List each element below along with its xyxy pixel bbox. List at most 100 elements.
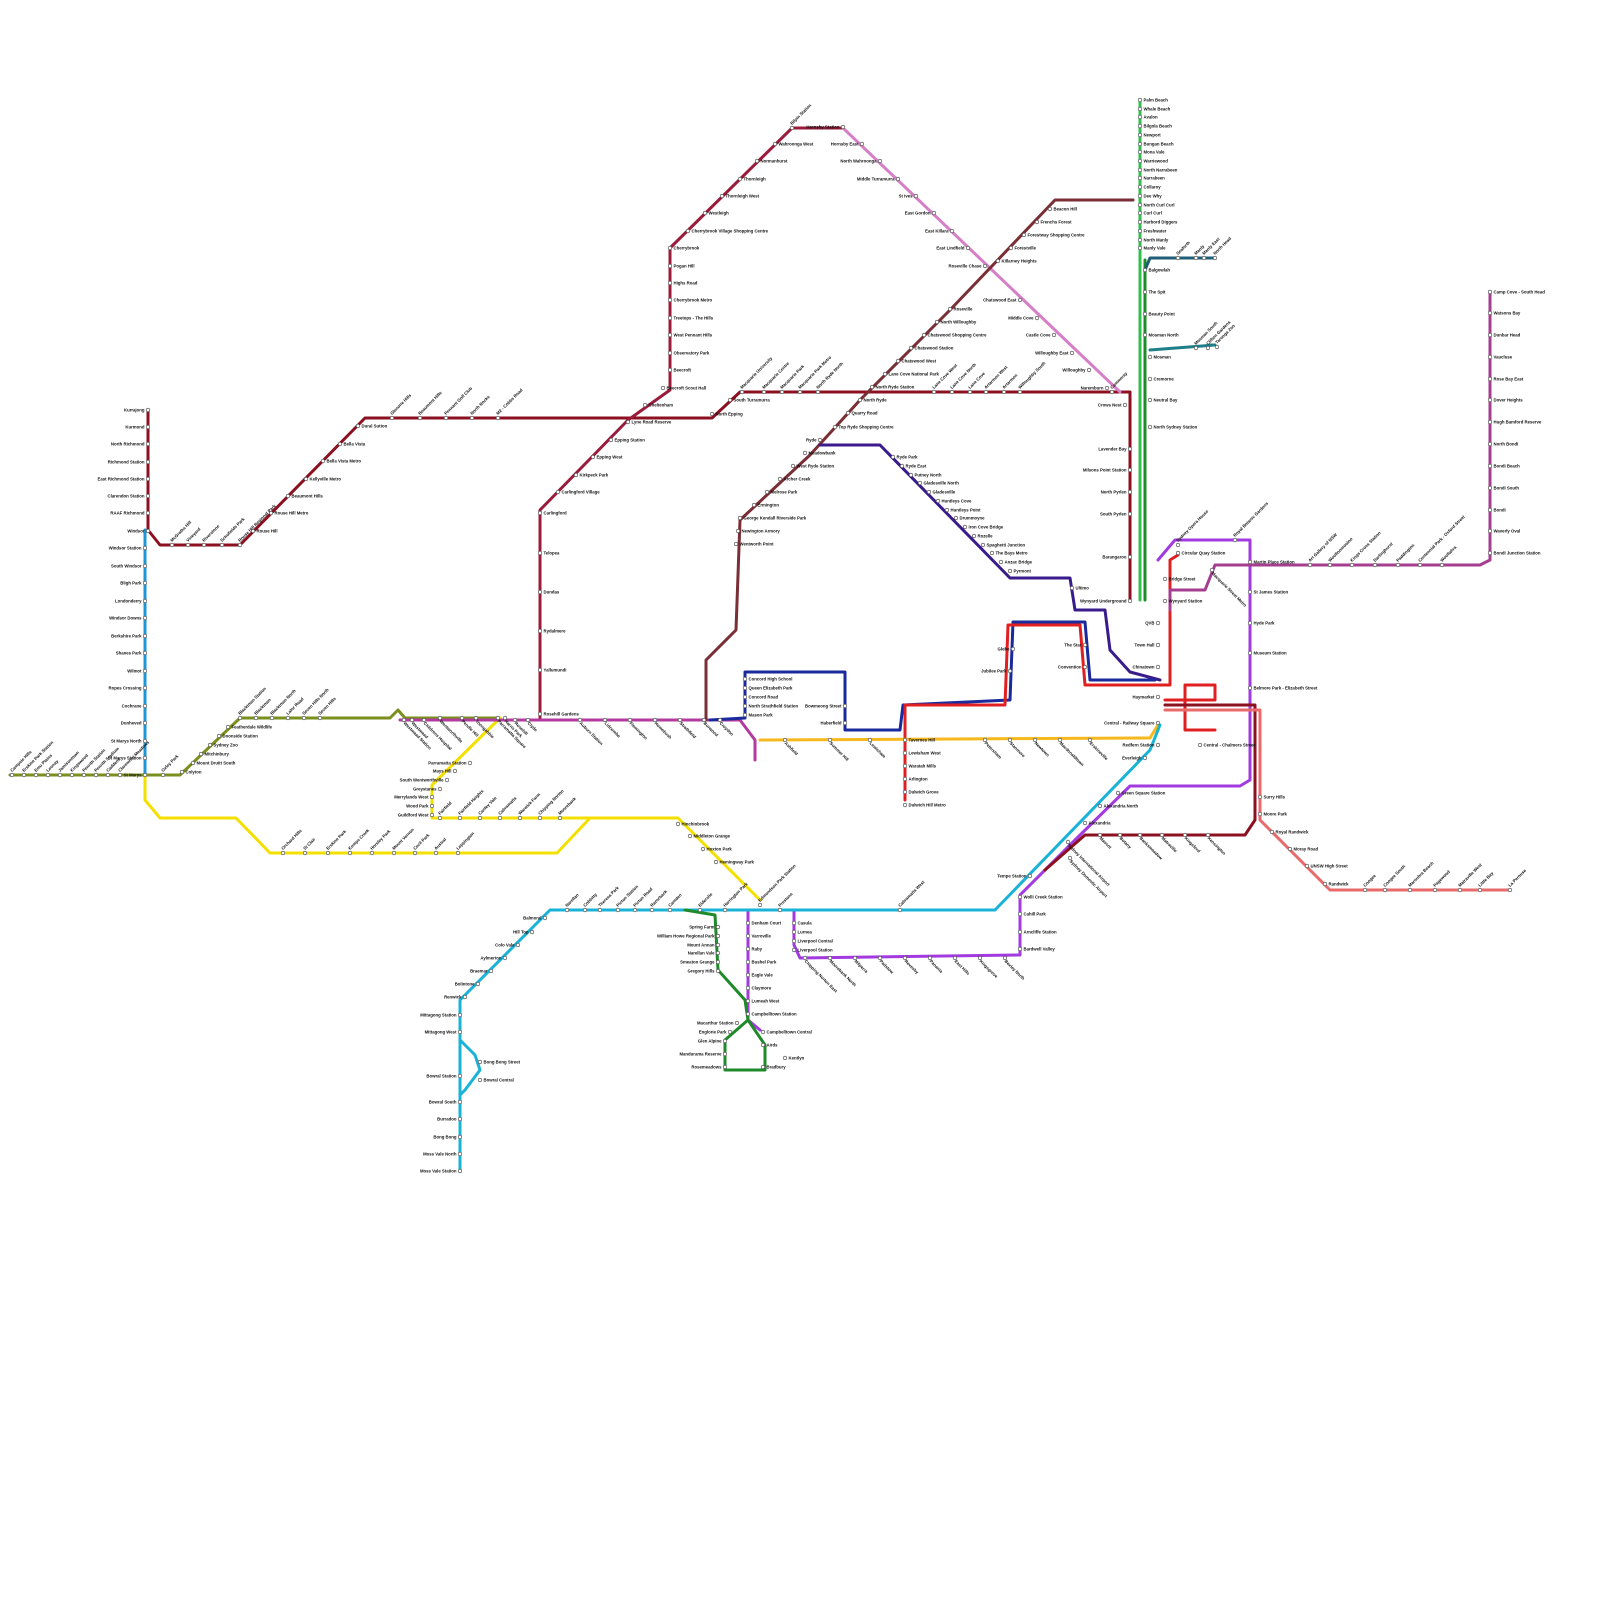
station-marker[interactable] (1162, 598, 1168, 604)
station-marker[interactable] (761, 389, 767, 395)
station-marker[interactable] (145, 510, 151, 516)
station-marker[interactable] (998, 559, 1004, 565)
station-marker[interactable] (1304, 863, 1310, 869)
station-marker[interactable] (642, 402, 648, 408)
station-marker[interactable] (1349, 562, 1355, 568)
station-marker[interactable] (895, 358, 901, 364)
station-marker[interactable] (1017, 911, 1023, 917)
station-marker[interactable] (1082, 820, 1088, 826)
station-marker[interactable] (667, 280, 673, 286)
station-marker[interactable] (615, 907, 621, 913)
station-marker[interactable] (1487, 310, 1493, 316)
station-marker[interactable] (735, 528, 741, 534)
station-marker[interactable] (1137, 158, 1143, 164)
station-marker[interactable] (737, 176, 743, 182)
station-marker[interactable] (777, 476, 783, 482)
station-marker[interactable] (429, 812, 435, 818)
station-marker[interactable] (1051, 332, 1057, 338)
station-marker[interactable] (777, 907, 783, 913)
station-marker[interactable] (697, 907, 703, 913)
station-marker[interactable] (1487, 419, 1493, 425)
station-marker[interactable] (142, 772, 148, 778)
station-marker[interactable] (1201, 255, 1207, 261)
station-marker[interactable] (1407, 887, 1413, 893)
station-marker[interactable] (953, 515, 959, 521)
station-marker[interactable] (421, 717, 427, 723)
station-marker[interactable] (457, 1012, 463, 1018)
station-marker[interactable] (207, 742, 213, 748)
station-marker[interactable] (1137, 202, 1143, 208)
station-marker[interactable] (219, 542, 225, 548)
station-marker[interactable] (477, 1059, 483, 1065)
station-marker[interactable] (142, 615, 148, 621)
station-marker[interactable] (502, 955, 508, 961)
station-marker[interactable] (253, 715, 259, 721)
station-marker[interactable] (667, 332, 673, 338)
station-marker[interactable] (69, 772, 75, 778)
station-marker[interactable] (977, 955, 983, 961)
station-marker[interactable] (216, 733, 222, 739)
station-marker[interactable] (457, 1099, 463, 1105)
station-marker[interactable] (791, 929, 797, 935)
station-marker[interactable] (280, 850, 286, 856)
station-marker[interactable] (469, 415, 475, 421)
station-marker[interactable] (1137, 175, 1143, 181)
station-marker[interactable] (1327, 562, 1333, 568)
station-marker[interactable] (713, 859, 719, 865)
station-marker[interactable] (488, 968, 494, 974)
station-marker[interactable] (457, 815, 463, 821)
station-marker[interactable] (931, 210, 937, 216)
station-marker[interactable] (934, 319, 940, 325)
station-marker[interactable] (845, 410, 851, 416)
station-marker[interactable] (542, 915, 548, 921)
station-marker[interactable] (269, 715, 275, 721)
station-marker[interactable] (926, 489, 932, 495)
station-marker[interactable] (1137, 97, 1143, 103)
station-marker[interactable] (722, 1038, 728, 1044)
station-marker[interactable] (867, 737, 873, 743)
station-marker[interactable] (715, 933, 721, 939)
station-marker[interactable] (537, 815, 543, 821)
station-marker[interactable] (45, 772, 51, 778)
station-marker[interactable] (902, 776, 908, 782)
station-marker[interactable] (913, 193, 919, 199)
station-marker[interactable] (1193, 345, 1199, 351)
station-marker[interactable] (667, 367, 673, 373)
station-marker[interactable] (715, 968, 721, 974)
station-marker[interactable] (142, 720, 148, 726)
station-marker[interactable] (325, 850, 331, 856)
station-marker[interactable] (117, 772, 123, 778)
station-marker[interactable] (320, 458, 326, 464)
station-marker[interactable] (145, 493, 151, 499)
station-marker[interactable] (1137, 193, 1143, 199)
station-marker[interactable] (715, 950, 721, 956)
station-marker[interactable] (237, 542, 243, 548)
station-marker[interactable] (1212, 255, 1218, 261)
station-marker[interactable] (590, 454, 596, 460)
station-marker[interactable] (1247, 559, 1253, 565)
station-marker[interactable] (429, 794, 435, 800)
station-marker[interactable] (537, 589, 543, 595)
station-marker[interactable] (627, 717, 633, 723)
station-marker[interactable] (764, 489, 770, 495)
station-marker[interactable] (660, 385, 666, 391)
station-marker[interactable] (1417, 562, 1423, 568)
station-marker[interactable] (497, 815, 503, 821)
station-marker[interactable] (791, 938, 797, 944)
station-marker[interactable] (1257, 794, 1263, 800)
station-marker[interactable] (827, 955, 833, 961)
station-marker[interactable] (745, 1011, 751, 1017)
station-marker[interactable] (268, 510, 274, 516)
station-marker[interactable] (782, 737, 788, 743)
station-marker[interactable] (457, 1151, 463, 1157)
station-marker[interactable] (1137, 245, 1143, 251)
station-marker[interactable] (1487, 289, 1493, 295)
station-marker[interactable] (715, 942, 721, 948)
station-marker[interactable] (1487, 507, 1493, 513)
station-marker[interactable] (995, 258, 1001, 264)
station-marker[interactable] (417, 415, 423, 421)
station-marker[interactable] (437, 715, 443, 721)
station-marker[interactable] (1010, 646, 1016, 652)
station-marker[interactable] (1147, 354, 1153, 360)
station-marker[interactable] (1027, 873, 1033, 879)
